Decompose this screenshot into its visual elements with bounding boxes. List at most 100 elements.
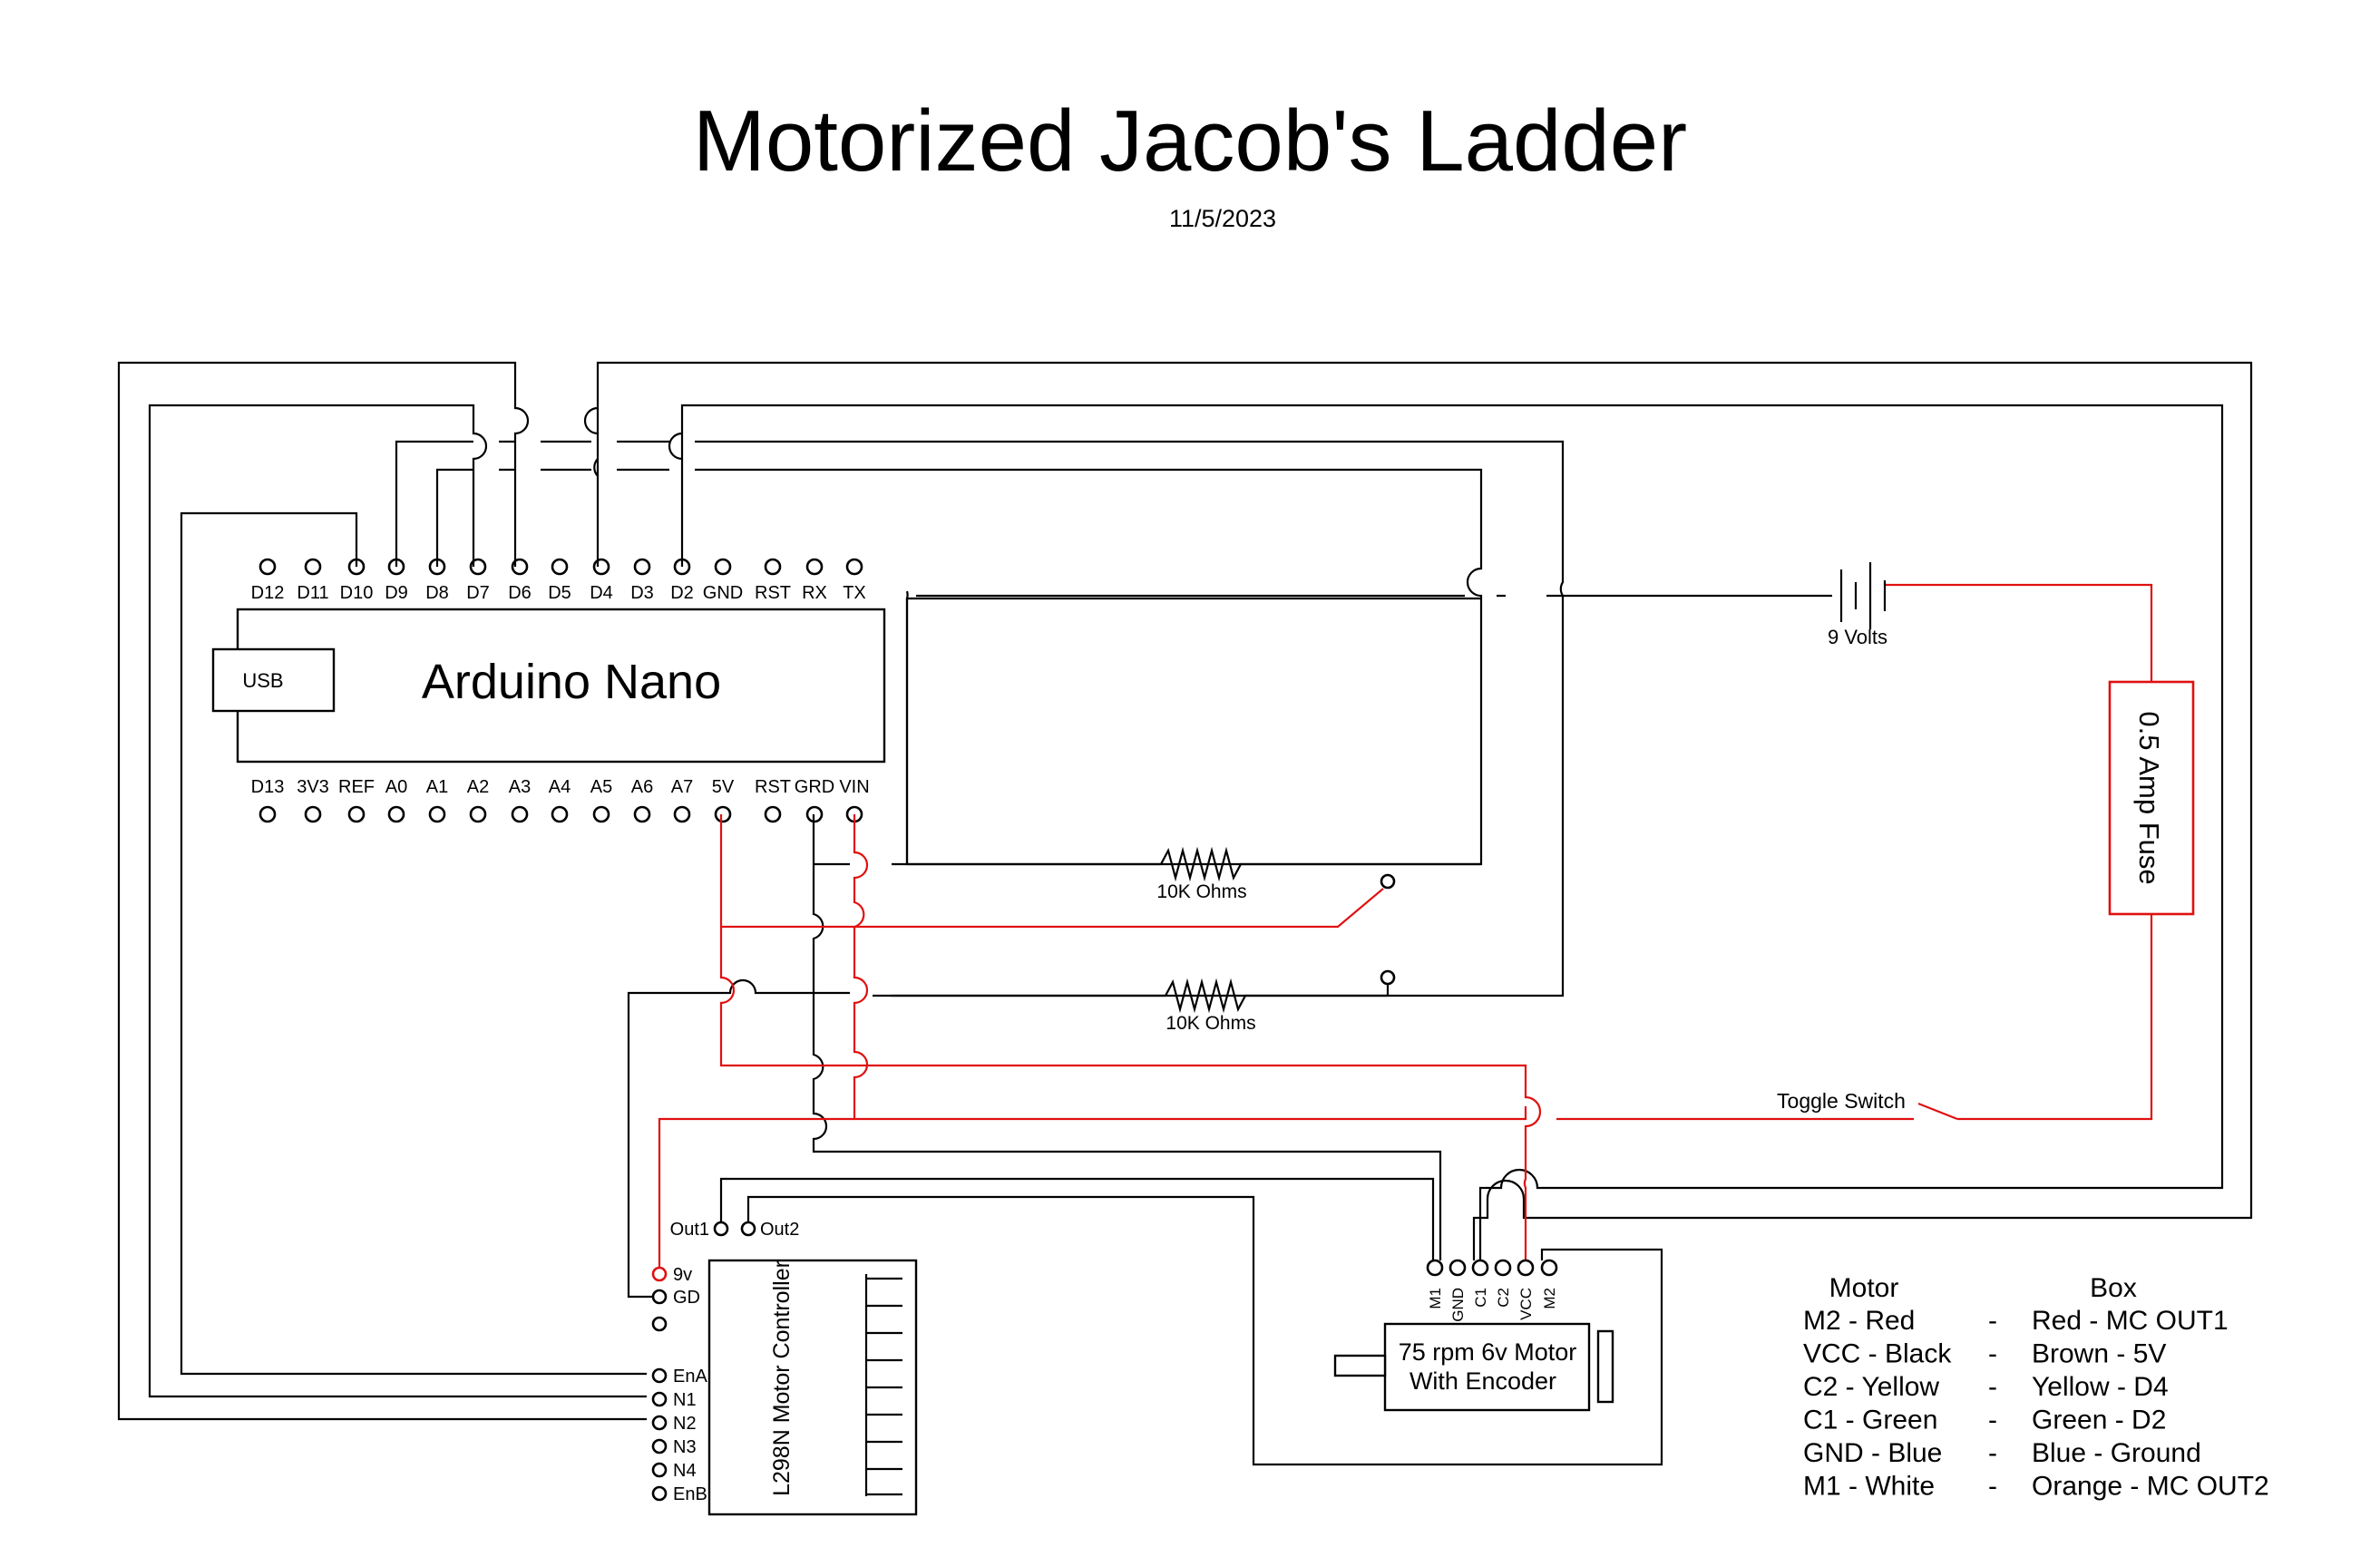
arduino-bottom-pin — [347, 805, 366, 823]
arduino-top-pin — [551, 558, 569, 576]
controller-gd-label: GD — [673, 1288, 700, 1308]
arduino-top-pin-label: D10 — [340, 583, 374, 603]
resistor-1-label: 10K Ohms — [1156, 881, 1246, 902]
controller-9v-label: 9v — [673, 1265, 692, 1285]
terminal-upper — [1380, 873, 1396, 890]
controller-control-pin — [651, 1367, 668, 1384]
arduino-top-pin-label: D4 — [590, 583, 613, 603]
controller-control-pin-label: N1 — [673, 1390, 697, 1410]
table-motor-cell: GND - Blue — [1803, 1438, 1942, 1468]
motor-controller: L298N Motor Controller Out1 Out2 9v GD E… — [651, 1220, 918, 1516]
motor-pin — [1448, 1259, 1467, 1277]
arduino-bottom-pin — [633, 805, 651, 823]
arduino-bottom-pin — [387, 805, 405, 823]
resistor-2: 10K Ohms — [1165, 978, 1256, 1034]
table-separator: - — [1988, 1306, 1997, 1336]
arduino-bottom-pin-label: A0 — [385, 777, 407, 797]
controller-control-pin-label: EnA — [673, 1367, 707, 1386]
resistor-1: 10K Ohms — [1156, 846, 1247, 902]
table-head-box: Box — [2090, 1273, 2137, 1303]
table-box-cell: Red - MC OUT1 — [2032, 1306, 2229, 1336]
arduino-top-pin-label: D5 — [548, 583, 571, 603]
motor-label-2: With Encoder — [1409, 1367, 1556, 1395]
table-separator: - — [1988, 1372, 1997, 1402]
arduino-top-pin-label: TX — [843, 583, 866, 603]
arduino-top-pin-label: D9 — [385, 583, 408, 603]
motor-pin-label: M2 — [1541, 1288, 1558, 1309]
table-box-cell: Green - D2 — [2032, 1406, 2166, 1435]
diagram-date: 11/5/2023 — [1169, 205, 1276, 232]
arduino-top-pin-label: D2 — [670, 583, 694, 603]
controller-control-pin — [651, 1415, 668, 1431]
motor-controller-label: L298N Motor Controller — [769, 1260, 795, 1496]
arduino-top-pin — [633, 558, 651, 576]
controller-control-pin-label: N2 — [673, 1414, 697, 1434]
motor-pin-label: M1 — [1427, 1288, 1444, 1309]
motor-pin-label: C1 — [1472, 1288, 1489, 1308]
arduino-label: Arduino Nano — [422, 655, 721, 709]
motor-pin — [1494, 1259, 1512, 1277]
arduino-bottom-pin-label: 5V — [712, 777, 735, 797]
arduino-top-pin — [805, 558, 824, 576]
controller-control-pin-label: EnB — [673, 1484, 707, 1504]
controller-spare-pin — [651, 1316, 668, 1332]
resistor-2-label: 10K Ohms — [1166, 1013, 1255, 1034]
arduino-top-pin-label: D6 — [508, 583, 532, 603]
arduino-top-pin-label: D7 — [466, 583, 490, 603]
controller-control-pin — [651, 1485, 668, 1502]
arduino-bottom-pin-label: D13 — [251, 777, 285, 797]
table-motor-cell: C1 - Green — [1803, 1406, 1937, 1435]
arduino-bottom-pin — [469, 805, 487, 823]
table-separator: - — [1988, 1472, 1997, 1502]
arduino-bottom-pin — [428, 805, 446, 823]
table-box-cell: Yellow - D4 — [2032, 1372, 2169, 1402]
diagram-title: Motorized Jacob's Ladder — [693, 92, 1687, 190]
arduino-bottom-pin — [764, 805, 782, 823]
motor-pin-label: GND — [1449, 1288, 1467, 1322]
battery: 9 Volts — [1828, 562, 1887, 648]
arduino-top-pin — [258, 558, 277, 576]
table-box-cell: Brown - 5V — [2032, 1339, 2166, 1369]
arduino-bottom-pin — [592, 805, 610, 823]
motor-pin-label: C2 — [1495, 1288, 1512, 1308]
controller-gd-pin — [651, 1289, 668, 1305]
arduino-top-pin — [845, 558, 863, 576]
table-head-motor: Motor — [1829, 1273, 1899, 1303]
arduino-bottom-pin-label: GRD — [795, 777, 834, 797]
controller-out2-label: Out2 — [760, 1220, 799, 1240]
table-separator: - — [1988, 1406, 1997, 1435]
table-motor-cell: C2 - Yellow — [1803, 1372, 1939, 1402]
controller-out2-pin — [740, 1221, 756, 1237]
arduino-top-pin-label: D8 — [425, 583, 449, 603]
table-motor-cell: VCC - Black — [1803, 1339, 1952, 1369]
table-motor-cell: M2 - Red — [1803, 1306, 1915, 1336]
arduino-bottom-pin-label: A1 — [426, 777, 448, 797]
controller-control-pin-label: N4 — [673, 1461, 697, 1481]
controller-out1-label: Out1 — [670, 1220, 709, 1240]
controller-control-pin — [651, 1391, 668, 1407]
arduino-bottom-pin-label: REF — [338, 777, 375, 797]
controller-control-pin — [651, 1438, 668, 1455]
controller-control-pin-label: N3 — [673, 1437, 697, 1457]
controller-9v-pin — [651, 1266, 668, 1282]
arduino-bottom-pin — [258, 805, 277, 823]
arduino-bottom-pin-label: A5 — [590, 777, 612, 797]
arduino-bottom-pin-label: 3V3 — [297, 777, 329, 797]
table-separator: - — [1988, 1438, 1997, 1468]
arduino-top-pin — [764, 558, 782, 576]
wires-red — [658, 583, 2153, 1271]
battery-label: 9 Volts — [1828, 626, 1887, 648]
arduino-bottom-pin-label: A3 — [509, 777, 531, 797]
arduino-top-pin-label: D3 — [630, 583, 654, 603]
arduino-bottom-pin — [714, 805, 732, 823]
wires-black — [117, 361, 2253, 1466]
arduino-top-pin — [592, 558, 610, 576]
table-box-cell: Orange - MC OUT2 — [2032, 1472, 2269, 1502]
motor-pin — [1517, 1259, 1535, 1277]
